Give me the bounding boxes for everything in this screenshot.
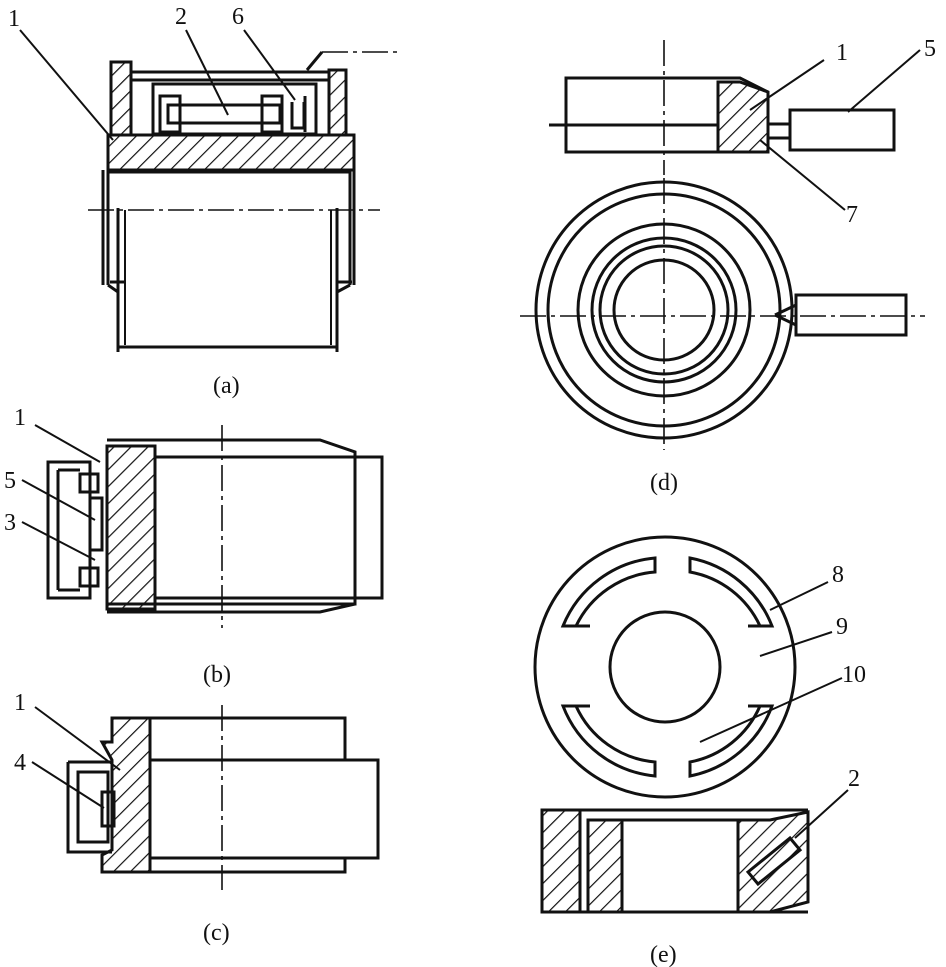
view-e-leader-10 (699, 677, 843, 743)
view-e-label-8: 8 (832, 562, 844, 588)
view-e-outer-ring (533, 535, 797, 799)
view-d-leader-1 (749, 59, 825, 111)
view-a-clamp-left (158, 94, 182, 134)
view-b-hatched-plate (105, 444, 157, 611)
view-a-part-6 (290, 96, 307, 132)
view-b-element-5 (88, 496, 104, 552)
view-a-housing (151, 82, 318, 136)
view-e-leader-8 (769, 581, 829, 611)
view-d-hatched-block (716, 80, 770, 154)
view-e-element-2 (745, 835, 803, 887)
view-c-caption: (c) (203, 920, 230, 946)
view-b-leader-1 (34, 424, 101, 463)
view-e-section-mid (586, 818, 624, 914)
view-e-section-left (540, 808, 582, 914)
view-d-label-7: 7 (846, 202, 858, 228)
view-a-roll-inner (124, 210, 332, 345)
view-c-leader-1 (34, 706, 121, 771)
view-c-body (150, 716, 380, 874)
view-b-caption: (b) (203, 662, 231, 688)
view-d-sensor-stem (768, 122, 790, 140)
view-a-top-plate (131, 70, 329, 82)
view-a: 1 2 6 (a) (8, 4, 400, 399)
view-c-sensor (66, 760, 112, 854)
view-e-leader-2 (794, 789, 849, 839)
view-e-caption: (e) (650, 942, 677, 967)
view-a-leader-2 (185, 29, 229, 116)
view-c-label-1: 1 (14, 690, 26, 716)
view-a-left-wall (109, 60, 133, 137)
view-d-label-1: 1 (836, 40, 848, 66)
view-c-element-4 (100, 790, 116, 828)
view-b-sensor-box (46, 460, 92, 600)
view-b-leader-3 (21, 521, 96, 561)
view-e: 8 9 10 2 (e) (533, 535, 866, 967)
view-e-label-9: 9 (836, 614, 848, 640)
view-e-leader-9 (759, 631, 833, 657)
view-a-label-2: 2 (175, 4, 187, 30)
view-e-slotted-ring (560, 556, 775, 778)
view-c-hatched-flange (99, 716, 152, 874)
view-a-caption: (a) (213, 373, 240, 399)
view-a-right-wall (327, 68, 348, 137)
view-d-caption: (d) (650, 470, 678, 496)
view-d-leader-5 (847, 49, 921, 113)
view-d-leader-7 (759, 139, 846, 211)
view-c: 1 4 (c) (14, 690, 380, 946)
view-a-clamp-right (260, 94, 284, 134)
view-c-label-4: 4 (14, 750, 26, 776)
view-e-section-outline (542, 808, 808, 914)
view-b-bolt-bottom (78, 566, 100, 588)
view-b-label-5: 5 (4, 468, 16, 494)
view-a-label-1: 1 (8, 6, 20, 32)
view-a-roll-body (101, 170, 356, 352)
view-a-lead-wire (305, 51, 324, 71)
view-e-inner-bore (608, 610, 722, 724)
view-b-cylinder (107, 438, 384, 614)
view-a-label-6: 6 (232, 4, 244, 30)
view-e-label-2: 2 (848, 766, 860, 792)
view-d-sensor-5 (788, 108, 896, 152)
view-b-label-3: 3 (4, 510, 16, 536)
view-b-leader-5 (21, 479, 96, 521)
view-b-bolt-top (78, 472, 100, 494)
view-c-leader-4 (31, 761, 105, 809)
view-a-hatched-ring (106, 133, 356, 172)
view-d-front-sensor (794, 293, 908, 337)
view-d-ring-5 (598, 244, 730, 376)
view-d-label-5: 5 (924, 36, 936, 62)
view-e-label-10: 10 (842, 662, 866, 688)
view-e-section-right (736, 810, 810, 914)
view-a-leader-1 (19, 29, 114, 141)
view-a-leader-6 (243, 29, 296, 101)
view-b-label-1: 1 (14, 405, 26, 431)
view-d: 1 5 7 (d) (520, 36, 936, 496)
view-b: 1 5 3 (b) (4, 405, 384, 688)
